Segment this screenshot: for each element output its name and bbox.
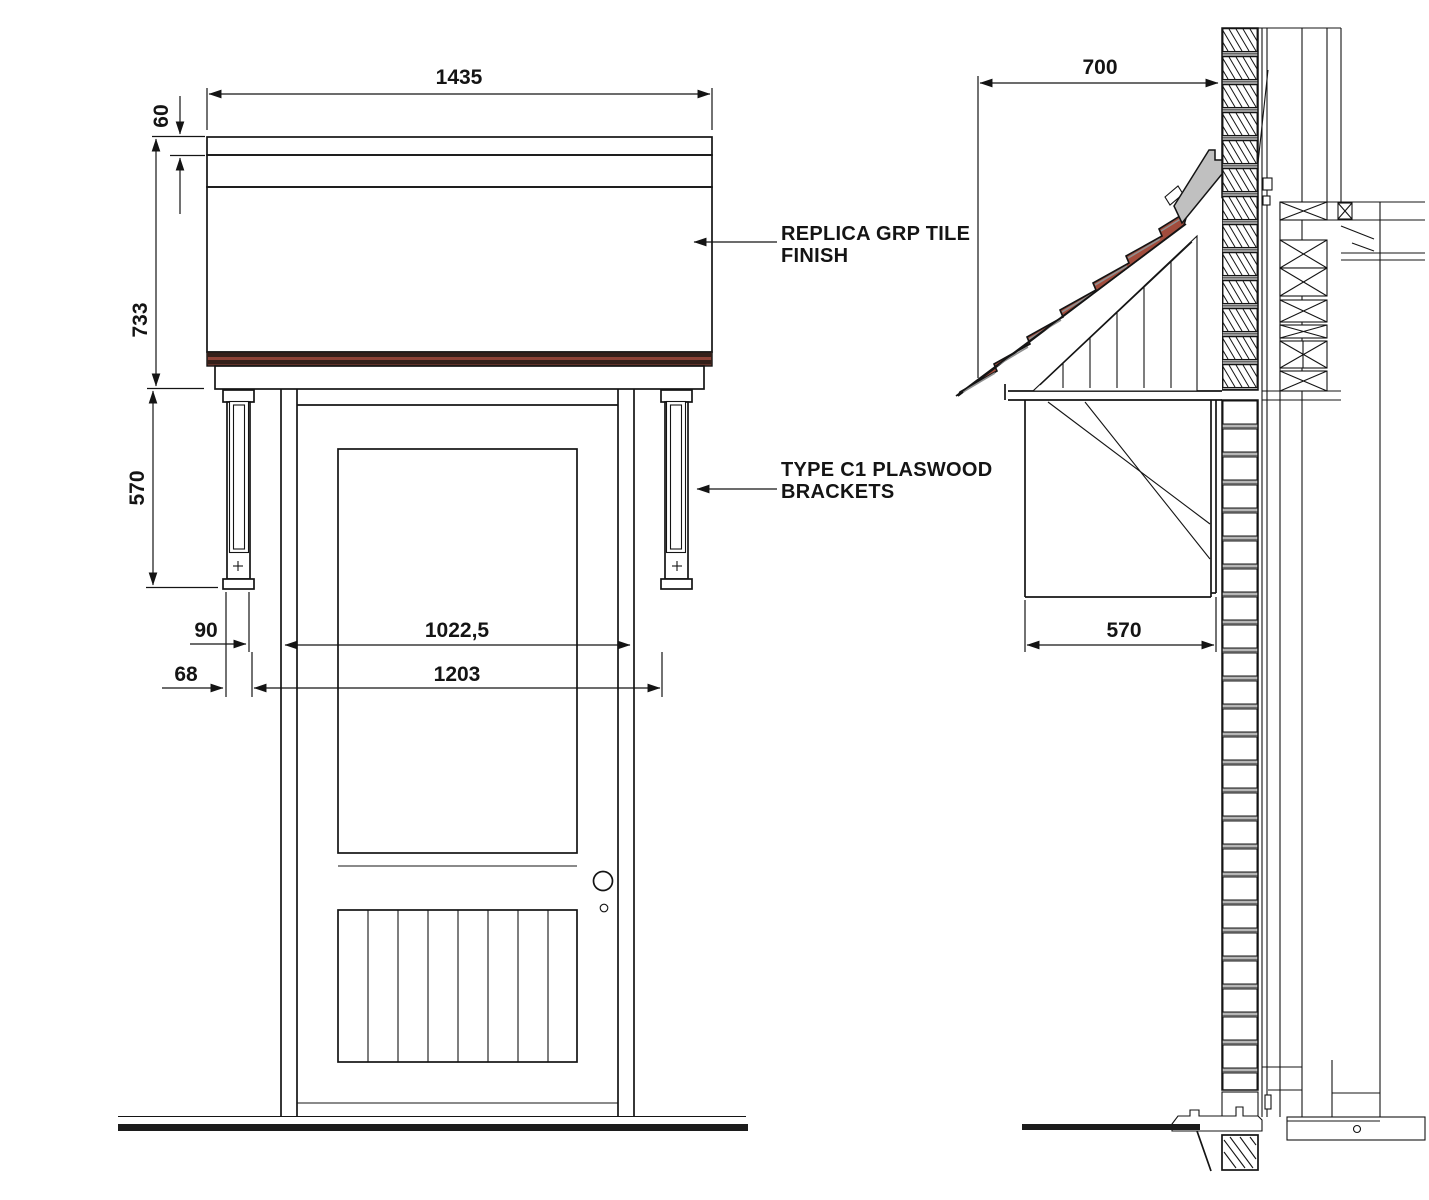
lead-flashing [1173, 149, 1223, 225]
dim-bracket-height: 570 [126, 390, 218, 589]
svg-text:90: 90 [194, 619, 217, 642]
dim-canopy-height: 733 [129, 138, 204, 390]
svg-text:1022,5: 1022,5 [425, 619, 490, 642]
door-top-panel [337, 448, 578, 854]
gable-infill [1031, 234, 1198, 392]
svg-text:570: 570 [1106, 619, 1141, 642]
panel-boards [367, 910, 549, 1062]
dim-door-width: 1022,5 [284, 619, 631, 650]
svg-text:FINISH: FINISH [781, 245, 848, 267]
dim-bracket-width: 90 [190, 592, 250, 697]
dim-canopy-width: 1435 [206, 66, 713, 130]
bracket-side-profile [1024, 400, 1217, 598]
masonry-elevation [1221, 399, 1259, 1091]
dim-projection: 700 [977, 56, 1219, 378]
dim-offset: 68 [162, 663, 224, 693]
soffit-board [214, 365, 705, 390]
dim-frame-width: 1203 [251, 652, 663, 697]
svg-text:570: 570 [126, 470, 149, 505]
label-brackets: TYPE C1 PLASWOOD BRACKETS [696, 459, 993, 503]
masonry-wall [1221, 27, 1259, 1171]
canopy-side-profile [955, 149, 1223, 401]
svg-text:60: 60 [150, 104, 173, 127]
door-knob [592, 870, 614, 892]
grp-tile-panel [206, 186, 713, 353]
concrete-slab [1286, 1116, 1426, 1141]
svg-text:68: 68 [174, 663, 198, 686]
timber-blocking [1279, 201, 1353, 392]
threshold-detail [1022, 1066, 1426, 1172]
side-section: 700 570 [955, 27, 1426, 1172]
ground-line-side [1022, 1124, 1200, 1130]
door-assembly [280, 389, 635, 1116]
frame-head-clips [1262, 177, 1273, 206]
svg-text:BRACKETS: BRACKETS [781, 481, 895, 503]
front-dimensions: 1435 60 733 570 [126, 66, 713, 697]
svg-text:733: 733 [129, 302, 152, 337]
label-tile-finish: REPLICA GRP TILE FINISH [693, 223, 970, 267]
svg-text:TYPE C1 PLASWOOD: TYPE C1 PLASWOOD [781, 459, 993, 481]
svg-text:700: 700 [1082, 56, 1117, 79]
fascia-capping-board [206, 136, 713, 156]
canopy-front [206, 136, 713, 390]
tile-trim-strip-2 [207, 360, 712, 365]
bracket-left [222, 389, 255, 590]
dim-fascia-height: 60 [150, 96, 205, 214]
svg-text:1435: 1435 [436, 66, 483, 89]
front-elevation: 1435 60 733 570 [118, 66, 748, 1131]
bracket-fixing-cross [233, 561, 243, 571]
fascia-board [206, 154, 713, 188]
tile-trim-strip-1 [207, 352, 712, 357]
masonry-below-dpc [1221, 1134, 1259, 1171]
bracket-fixing-cross [672, 561, 682, 571]
masonry-hatched [1221, 27, 1259, 391]
ground-line-front [118, 1115, 748, 1131]
annotations: REPLICA GRP TILE FINISH TYPE C1 PLASWOOD… [693, 223, 993, 503]
dim-bracket-depth: 570 [1024, 597, 1217, 652]
svg-text:1203: 1203 [434, 663, 481, 686]
wall-structure [1222, 27, 1425, 1117]
bracket-right [660, 389, 693, 590]
door-keyhole [599, 903, 609, 913]
side-dimensions: 700 570 [977, 56, 1219, 652]
svg-text:REPLICA GRP TILE: REPLICA GRP TILE [781, 223, 970, 245]
